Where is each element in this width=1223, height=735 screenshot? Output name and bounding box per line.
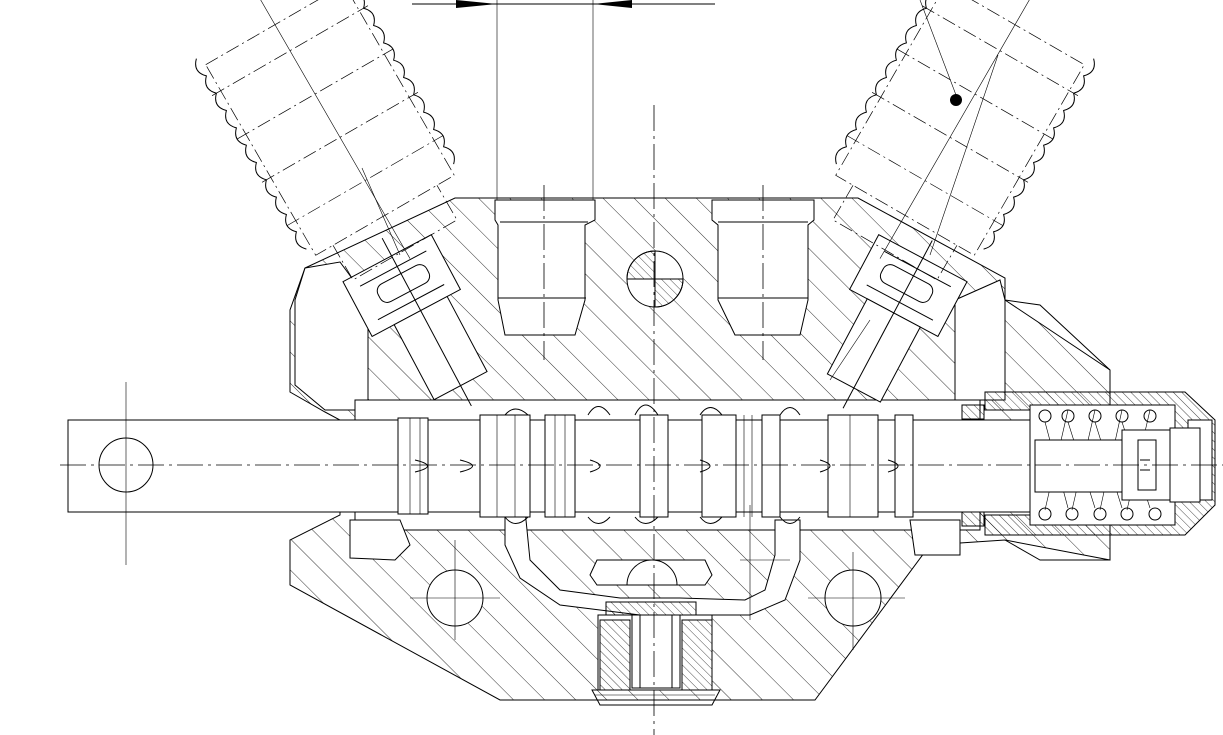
dimension [412,0,715,200]
return-spring [1034,409,1171,521]
mounting-holes [410,540,905,650]
spool [397,404,1041,524]
seal-ring-bottom [961,511,985,527]
grease-nipple [950,94,962,106]
port-left [342,234,488,407]
hose-fitting-right [832,0,1095,281]
port-right [826,234,968,409]
actuator-rod-eye [67,382,399,565]
centerlines [60,105,1223,735]
pilot-plug [626,250,684,308]
seal-ring-top [961,404,985,420]
leaders [361,54,999,620]
check-plug [591,559,721,706]
